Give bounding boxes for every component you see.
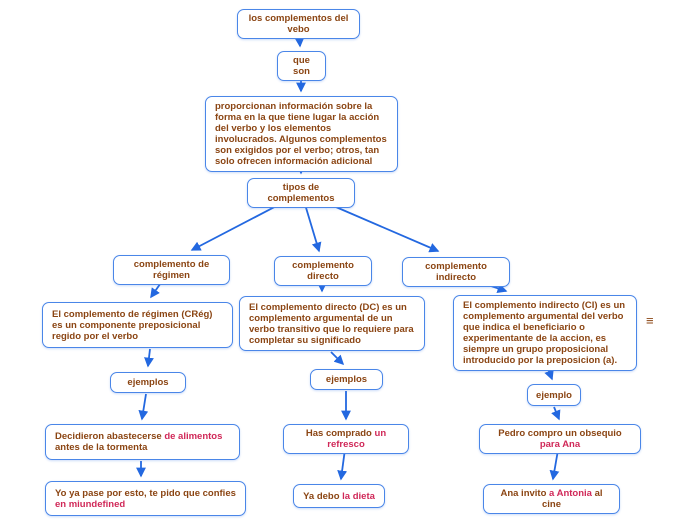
node-root[interactable]: los complementos del vebo [237,9,360,39]
node-directo-definition-text: El complemento directo (DC) es un comple… [249,301,417,346]
node-ejemplos-directo[interactable]: ejemplos [310,369,383,390]
example-text: Pedro compro un obsequio para Ana [488,428,632,450]
highlighted-segment: un refresco [327,428,389,450]
node-definition-text: proporcionan información sobre la forma … [215,101,390,167]
example-node-regimen-2[interactable]: Yo ya pase por esto, te pido que confies… [45,481,246,516]
text-segment: Yo ya pase por esto, te pido que confies [55,487,239,499]
example-text: Ya debo la dieta [303,491,375,502]
text-segment: Ana invito [500,488,550,499]
highlighted-segment: a Antonia [549,488,592,499]
node-complemento-indirecto[interactable]: complemento indirecto [402,257,510,287]
text-segment: Has comprado [305,428,375,439]
highlighted-segment: para Ana [539,439,581,450]
node-regimen-definition-text: El complemento de régimen (CRég) es un c… [52,308,216,342]
highlighted-segment: de alimentos [164,431,223,442]
node-tipos[interactable]: tipos de complementos [247,178,355,208]
node-root-label: los complementos del vebo [248,13,352,35]
example-text: Decidieron abastecerse de alimentos ante… [55,431,230,453]
node-ejemplo-indirecto[interactable]: ejemplo [527,384,581,406]
node-complemento-directo[interactable]: complemento directo [274,256,372,286]
menu-icon[interactable]: ≡ [646,313,654,328]
example-text: Ana invito a Antonia al cine [492,488,611,510]
node-regimen-definition[interactable]: El complemento de régimen (CRég) es un c… [42,302,233,348]
example-node-regimen-1[interactable]: Decidieron abastecerse de alimentos ante… [45,424,240,460]
node-ejemplos-directo-label: ejemplos [325,374,368,385]
node-ejemplos-regimen[interactable]: ejemplos [110,372,186,393]
node-tipos-label: tipos de complementos [267,182,335,204]
highlighted-segment: en miundefined [55,498,126,510]
node-directo-definition[interactable]: El complemento directo (DC) es un comple… [239,296,425,351]
node-complemento-regimen-label: complemento de régimen [133,259,212,281]
node-indirecto-definition-text: El complemento indirecto (CI) es un comp… [463,300,628,366]
text-segment: antes de la tormenta [55,431,226,453]
node-que-son-label: que son [293,55,313,77]
example-node-directo-2[interactable]: Ya debo la dieta [293,484,385,508]
example-node-indirecto-1[interactable]: Pedro compro un obsequio para Ana [479,424,641,454]
example-text: Has comprado un refresco [292,428,400,450]
node-complemento-regimen[interactable]: complemento de régimen [113,255,230,285]
node-que-son[interactable]: que son [277,51,326,81]
highlighted-segment: la dieta [342,490,375,502]
text-segment: al cine [541,488,606,510]
example-text: Yo ya pase por esto, te pido que confies… [55,488,236,510]
text-segment: Ya debo [303,490,343,502]
text-segment: Pedro compro un obsequio [498,428,625,439]
node-indirecto-definition[interactable]: El complemento indirecto (CI) es un comp… [453,295,637,371]
node-ejemplo-indirecto-label: ejemplo [536,389,572,401]
node-complemento-indirecto-label: complemento indirecto [425,261,490,283]
node-complemento-directo-label: complemento directo [292,260,357,282]
text-segment: Decidieron abastecerse [55,431,165,442]
example-node-indirecto-2[interactable]: Ana invito a Antonia al cine [483,484,620,514]
node-definition[interactable]: proporcionan información sobre la forma … [205,96,398,172]
node-ejemplos-regimen-label: ejemplos [127,377,169,388]
example-node-directo-1[interactable]: Has comprado un refresco [283,424,409,454]
